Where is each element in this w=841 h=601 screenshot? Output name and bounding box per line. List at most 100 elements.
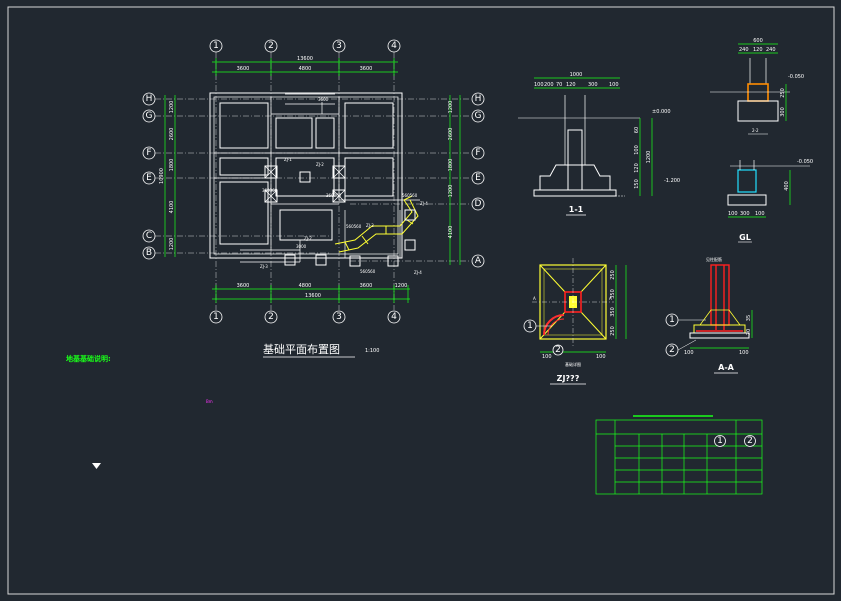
axis-label-1-top: 1 (213, 41, 219, 51)
tag-zj4: ZJ-4 (420, 201, 428, 206)
axis-label-1-bottom: 1 (213, 312, 219, 322)
plan-scale: 1:100 (365, 348, 379, 354)
s11-sub-dim-4: 120 (566, 82, 576, 88)
section-a-a-label: A-A (718, 363, 735, 372)
axis-label-H-right: H (475, 94, 482, 104)
fp-callout-2 (552, 344, 564, 356)
tag-zj1: ZJ-1 (284, 157, 292, 162)
right-dimension-labels: 1200 2600 1800 1200 4100 (448, 101, 454, 239)
drawing-border-frame (7, 6, 835, 595)
axis-bubble-F-left (142, 146, 156, 160)
right-dim-3: 1800 (448, 159, 454, 172)
left-dim-2: 2600 (169, 128, 175, 141)
foundation-plan: 3600 4800 3600 13600 3600 4800 3600 1200… (142, 39, 485, 358)
inner-dim-3000: 3000 (296, 244, 307, 249)
s11-top-dim: 1000 (570, 72, 583, 78)
axis-bubble-F-right (471, 146, 485, 160)
inner-dim-3600: 3600 (318, 97, 329, 102)
s22-right-dim-2: 300 (780, 107, 786, 117)
aa-top-label: 见柱配筋 (706, 256, 722, 262)
left-dim-total: 10900 (159, 168, 165, 184)
plan-title: 基础平面布置图 (263, 343, 340, 356)
aa-callout-2-label: 2 (669, 345, 675, 355)
insertion-point-marker-icon[interactable] (92, 463, 101, 469)
s11-right-dim-1: 60 (634, 127, 640, 133)
axis-label-3-top: 3 (336, 41, 342, 51)
s11-right-dim-4: 150 (634, 179, 640, 189)
axis-bubble-D-right (471, 197, 485, 211)
s22-elev: -0.050 (788, 74, 804, 80)
axis-label-4-top: 4 (391, 41, 397, 51)
tag-zj2-b: ZJ-2 (304, 236, 312, 241)
axis-label-E-left: E (146, 173, 152, 183)
top-dimension-labels: 3600 4800 3600 13600 (237, 56, 373, 72)
s22-sub-dim-2: 120 (753, 47, 763, 53)
top-dim-total: 13600 (297, 56, 313, 62)
table-callout-2 (744, 435, 756, 447)
s11-right-dim-3: 120 (634, 163, 640, 173)
axis-bubble-2-top (264, 39, 278, 53)
axis-bubble-B-left (142, 246, 156, 260)
fp-right-dim-2: 350 (610, 289, 616, 299)
gl-bottom-dim-1: 100 (728, 211, 738, 217)
tag-zj3: ZJ-3 (366, 223, 374, 228)
footing-schedule-table: 1 2 (595, 415, 763, 495)
aa-bottom-dim-2: 100 (739, 350, 749, 356)
section-a-a: 见柱配筋 35 70 100 100 1 2 A-A (665, 256, 753, 374)
s22-top-dim: 600 (753, 38, 763, 44)
section-1-1: 1000 100 200 70 120 300 100 ±0.000 -1.20… (518, 72, 680, 216)
section-1-1-label: 1-1 (569, 205, 584, 214)
axis-bubble-3-bottom (332, 310, 346, 324)
axis-label-3-bottom: 3 (336, 312, 342, 322)
detail-gl-label: GL (739, 233, 751, 242)
top-dim-1: 3600 (237, 66, 250, 72)
fp-bottom-dim-1: 100 (542, 354, 552, 360)
s22-sub-dim-3: 240 (766, 47, 776, 53)
axis-bubble-4-top (387, 39, 401, 53)
foundation-walls (209, 92, 420, 263)
axis-label-2-top: 2 (268, 41, 274, 51)
stair-ramp-outline (334, 195, 419, 253)
table-callout-1-label: 1 (717, 436, 723, 446)
inner-dim-560-a: 560560 (402, 193, 418, 198)
axis-bubbles-top: 1 2 3 4 (209, 39, 401, 53)
fp-right-dim-3: 350 (610, 307, 616, 317)
top-dim-2: 4800 (299, 66, 312, 72)
bottom-dim-3: 3600 (360, 283, 373, 289)
fp-callout-2-label: 2 (555, 345, 561, 355)
fp-right-dim-1: 250 (610, 270, 616, 280)
axis-bubble-4-bottom (387, 310, 401, 324)
axis-label-A-right: A (475, 256, 482, 266)
axis-bubbles-bottom: 1 2 3 4 (209, 310, 401, 324)
right-dim-1: 1200 (448, 101, 454, 114)
section-2-2: 600 240 120 240 -0.050 250 300 2-2 (710, 38, 804, 135)
gl-elev: -0.050 (797, 159, 813, 165)
gl-right-dim: 400 (784, 181, 790, 191)
left-dimension-labels: 1200 2600 1800 4100 1200 10900 (159, 101, 175, 251)
plan-inner-labels: 3600 3000 360360 360360 560560 560560 56… (260, 97, 428, 275)
s11-sub-dim-6: 100 (609, 82, 619, 88)
magenta-marker-label: Bm (206, 399, 213, 404)
aa-callout-1-label: 1 (669, 315, 675, 325)
tag-zj2: ZJ-2 (316, 162, 324, 167)
right-dim-2: 2600 (448, 128, 454, 141)
fp-sub-label: 基础详图 (565, 361, 581, 367)
tag-zj4-b: ZJ-4 (414, 270, 422, 275)
left-dim-4: 4100 (169, 201, 175, 214)
right-dim-4: 1200 (448, 185, 454, 198)
table-callout-1 (714, 435, 726, 447)
gl-bottom-dim-3: 100 (755, 211, 765, 217)
axis-bubble-C-left (142, 229, 156, 243)
aa-bottom-dim-1: 100 (684, 350, 694, 356)
axis-label-D-right: D (475, 199, 482, 209)
s11-sub-dim-5: 300 (588, 82, 598, 88)
bottom-dimension-labels: 3600 4800 3600 1200 13600 (237, 283, 408, 299)
axis-label-B-left: B (146, 248, 152, 258)
s11-side-total: 1200 (646, 151, 652, 164)
bottom-dim-4: 1200 (395, 283, 408, 289)
inner-dim-360-b: 360360 (262, 188, 278, 193)
axis-bubble-2-bottom (264, 310, 278, 324)
inner-dim-560-b: 560560 (346, 224, 362, 229)
